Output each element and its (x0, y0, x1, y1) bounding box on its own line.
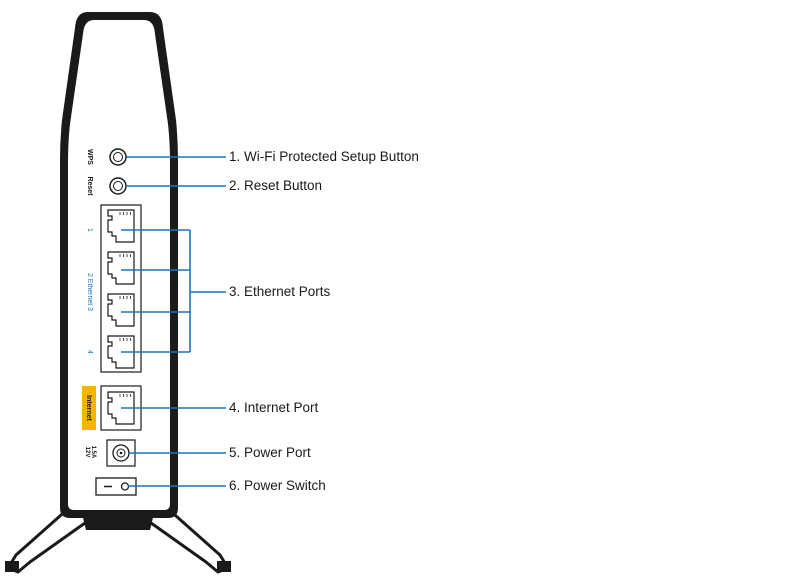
internet-label: Internet (85, 395, 92, 421)
wps-button[interactable] (109, 148, 127, 166)
power-rating-line1: 12V (84, 447, 90, 458)
stand-right-foot (217, 561, 231, 572)
ethernet-port-3[interactable] (107, 293, 135, 327)
ethernet-port-block (100, 204, 142, 373)
ethernet-port-1-label: 1 (86, 228, 93, 232)
wps-label: WPS (86, 149, 93, 165)
ethernet-group-label: 2 Ethernet 3 (86, 273, 93, 311)
callout-lines (121, 156, 226, 487)
ethernet-port-4-label: 4 (86, 350, 93, 354)
callout-label-ethernet-ports: 3. Ethernet Ports (229, 284, 331, 299)
reset-button[interactable] (109, 177, 127, 195)
internet-tag (82, 386, 96, 430)
callout-label-wps-button: 1. Wi-Fi Protected Setup Button (229, 149, 419, 164)
power-rating-line2: 1.5A (90, 446, 96, 459)
callout-label-internet-port: 4. Internet Port (229, 400, 319, 415)
callout-label-power-port: 5. Power Port (229, 445, 311, 460)
panel-labels: WPS Reset 1 2 Ethernet 3 4 Internet 12V … (82, 149, 96, 459)
reset-label: Reset (86, 176, 93, 196)
callout-label-power-switch: 6. Power Switch (229, 478, 326, 493)
ethernet-port-1[interactable] (107, 209, 135, 243)
ethernet-port-2[interactable] (107, 251, 135, 285)
callout-label-reset-button: 2. Reset Button (229, 178, 323, 193)
power-switch[interactable] (95, 477, 137, 496)
stand-left-foot (5, 561, 19, 572)
